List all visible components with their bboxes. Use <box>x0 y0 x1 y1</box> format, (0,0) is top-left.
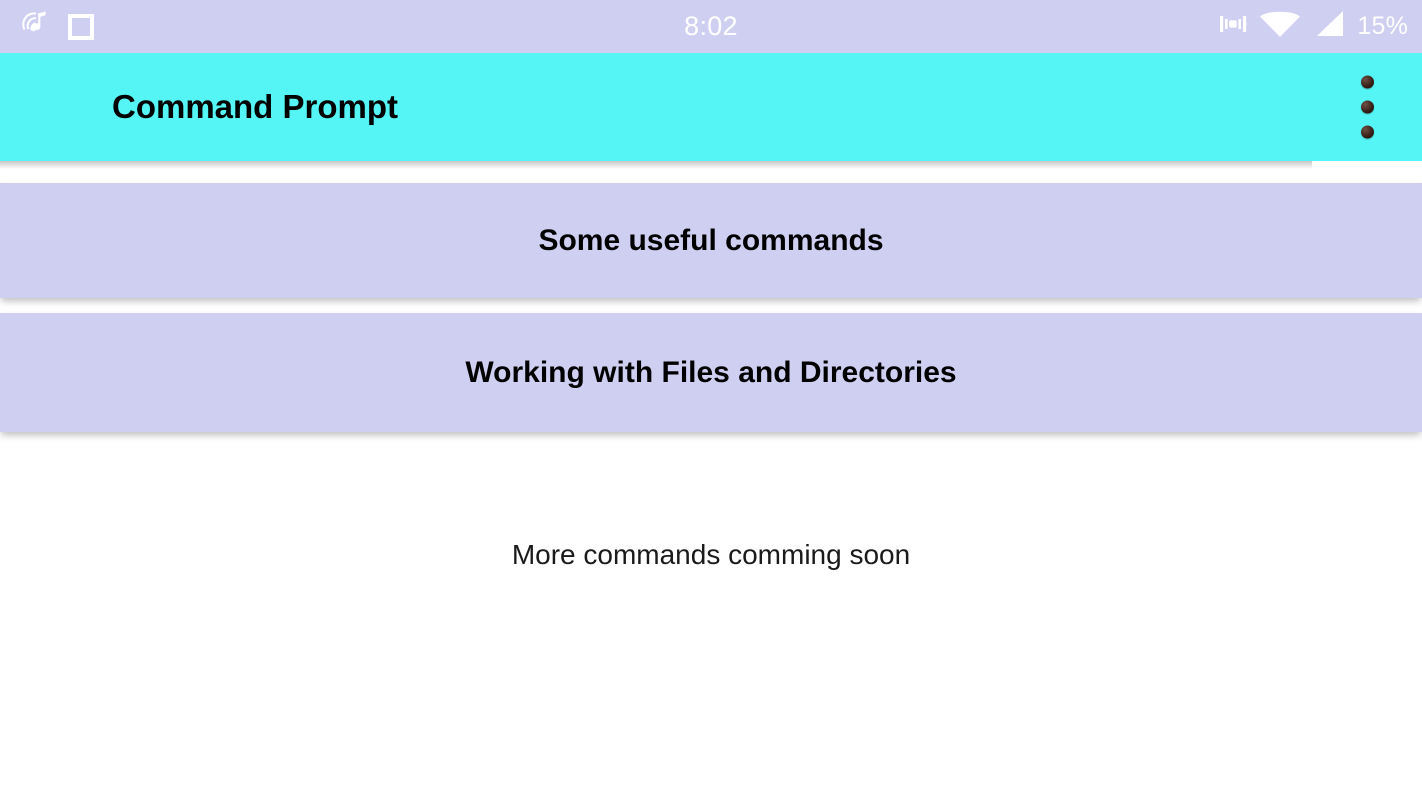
status-bar-left-icons <box>0 7 94 46</box>
status-bar: 8:02 15% <box>0 0 1422 53</box>
status-bar-clock-wrap: 8:02 <box>0 11 1422 42</box>
vibrate-icon <box>1218 10 1248 43</box>
overflow-dot-icon <box>1361 75 1374 89</box>
app-bar-title: Command Prompt <box>112 88 399 125</box>
overflow-dot-icon <box>1361 100 1374 114</box>
status-bar-clock: 8:02 <box>684 11 738 41</box>
list-item-label: Working with Files and Directories <box>465 355 957 389</box>
list-item[interactable]: Some useful commands <box>0 183 1422 298</box>
main-content: Some useful commands Working with Files … <box>0 169 1422 800</box>
battery-percentage: 15% <box>1357 12 1408 40</box>
app-bar-shadow <box>0 161 1312 169</box>
status-bar-right-icons: 15% <box>1218 9 1408 44</box>
square-outline-icon <box>68 13 94 40</box>
overflow-dot-icon <box>1361 125 1374 139</box>
wifi-icon <box>1259 9 1301 44</box>
overflow-menu-button[interactable] <box>1357 72 1378 143</box>
list-item[interactable]: Working with Files and Directories <box>0 313 1422 432</box>
music-note-icon <box>20 7 54 46</box>
signal-icon <box>1312 9 1346 44</box>
app-bar: Command Prompt <box>0 53 1422 161</box>
list-item-label: Some useful commands <box>538 223 884 257</box>
footer-note: More commands comming soon <box>511 539 911 570</box>
